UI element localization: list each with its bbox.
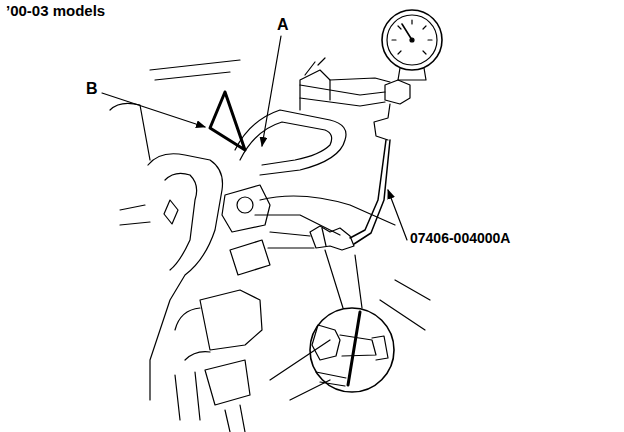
callout-letter: B [86, 80, 98, 98]
model-heading: ’00-03 models [6, 3, 105, 20]
tool-part-number: 07406-004000A [410, 231, 510, 246]
callout-letter: A [277, 16, 289, 34]
